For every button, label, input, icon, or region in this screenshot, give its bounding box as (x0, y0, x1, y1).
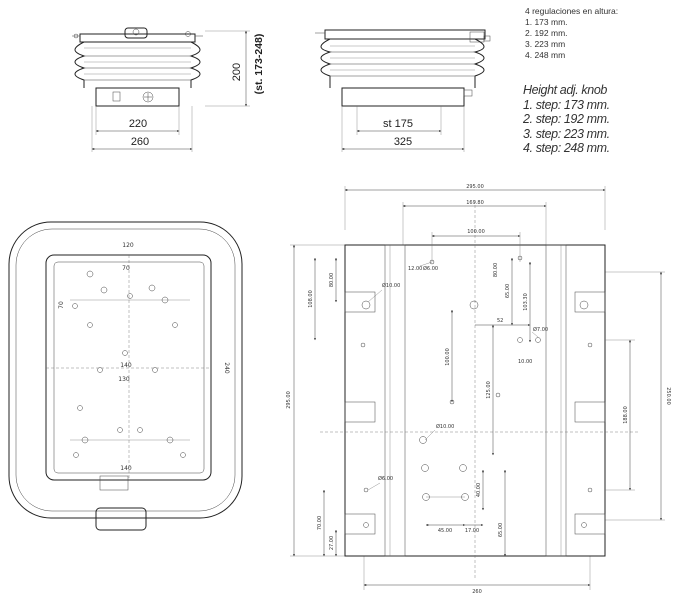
notes-step: 3. 223 mm (525, 39, 566, 49)
plate-dim-label: 70.00 (317, 516, 323, 530)
plate-dim-label: Ø10.00 (436, 423, 454, 430)
plate-height-right-label: 250.00 (665, 387, 671, 405)
plate-dim-label: 52 (497, 318, 503, 324)
knob-step: 1. step: 173 mm. (523, 97, 610, 112)
plate-dim-label: 100.00 (445, 348, 451, 366)
knob-step: 3. step: 223 mm. (523, 126, 610, 141)
top-dim-label: 140 (120, 362, 132, 369)
top-dim-label: 240 (223, 362, 230, 374)
plate-width-bottom-label: 260 (472, 589, 482, 595)
height-notes-english: Height adj. knob 1. step: 173 mm. 2. ste… (523, 83, 610, 156)
plate-width-top-label: 295.00 (466, 184, 484, 190)
plate-dim-label: 10.00 (518, 359, 532, 365)
plate-dim-label: 40.00 (476, 483, 482, 497)
knob-step: 2. step: 192 mm. (523, 112, 610, 126)
side-view (315, 29, 491, 152)
front-height-label: 200 (231, 63, 243, 81)
plate-width-inner-label: 169.80 (466, 200, 484, 206)
top-view (8, 221, 243, 531)
plate-dim-label: 100.00 (467, 229, 485, 235)
plate-dim-label: 80.00 (493, 263, 499, 277)
front-view (72, 27, 250, 152)
plate-dim-label: 45.00 (438, 528, 452, 534)
notes-step: 1. 173 mm. (525, 17, 568, 27)
front-height-range-label: (st. 173-248) (253, 34, 265, 95)
plate-dim-label: 27.00 (329, 536, 335, 550)
side-outer-width-label: 325 (394, 136, 412, 148)
plate-dim-label: 103.30 (523, 293, 529, 311)
height-notes-spanish: 4 regulaciones en altura: 1. 173 mm. 2. … (525, 6, 618, 61)
plate-height-left-label: 295.00 (286, 391, 292, 409)
plate-dim-label: 188.00 (623, 406, 629, 424)
top-view-holes (72, 270, 186, 458)
plate-dim-label: 80.00 (329, 273, 335, 287)
knob-title: Height adj. knob (523, 83, 607, 97)
plate-dim-label: Ø10.00 (382, 282, 400, 289)
top-dim-label: 70 (58, 301, 65, 309)
knob-step: 4. step: 248 mm. (523, 141, 610, 155)
plate-dim-label: Ø7.00 (533, 326, 548, 333)
plate-dim-label: 17.00 (465, 528, 479, 534)
front-inner-width-label: 220 (129, 118, 147, 130)
notes-step: 4. 248 mm (525, 50, 566, 60)
side-inner-width-label: st 175 (383, 118, 413, 130)
top-dim-label: 120 (122, 242, 134, 249)
plate-dim-label: Ø6.00 (378, 475, 393, 482)
plate-dim-label: 125.00 (486, 381, 492, 399)
top-dim-label: 130 (118, 376, 130, 383)
plate-dim-label: 65.00 (498, 523, 504, 537)
base-plate (290, 186, 665, 590)
top-dim-label: 140 (120, 465, 132, 472)
front-outer-width-label: 260 (131, 136, 149, 148)
plate-dim-label: 108.00 (308, 290, 314, 308)
plate-dim-label: 12.00 (408, 266, 422, 272)
notes-title: 4 regulaciones en altura: (525, 6, 619, 16)
plate-dim-label: 65.00 (505, 284, 511, 298)
plate-dim-label: Ø6.00 (423, 265, 438, 272)
notes-step: 2. 192 mm. (525, 28, 568, 38)
base-plate-holes (360, 255, 593, 528)
top-dim-label: 70 (122, 265, 130, 272)
